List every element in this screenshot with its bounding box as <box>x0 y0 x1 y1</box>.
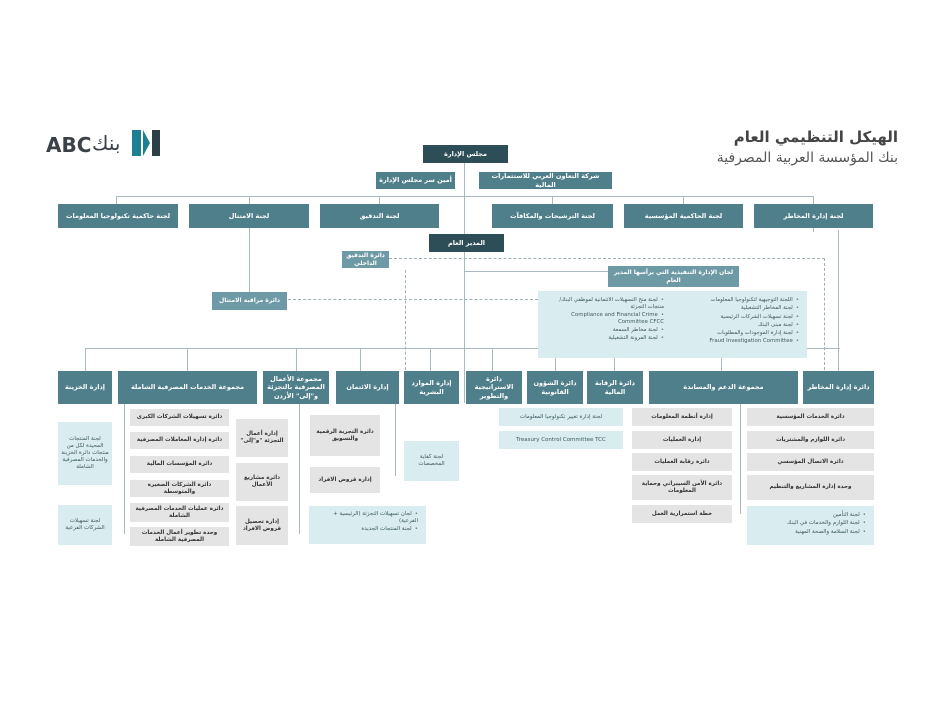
general-manager[interactable]: المدير العام <box>429 234 504 252</box>
bank-logo: ABC بنك <box>46 130 161 160</box>
dept-finance[interactable]: دائرة الرقابة المالية <box>587 371 643 404</box>
hr-note-provisions: لجنة كفاية المخصصات <box>404 441 459 481</box>
corporate-item[interactable]: دائرة الشركات الصغيرة والمتوسطة <box>130 480 229 497</box>
treasury-note-products: لجنة المنتجات المحيدة لكل من منتجات دائر… <box>58 422 112 485</box>
list-item: لجنة المخاطر التشغيلية <box>674 305 799 312</box>
support-committees: لجنة التأمين لجنة اللوازم والخدمات في ال… <box>787 512 866 537</box>
dept-corporate-group[interactable]: مجموعة الخدمات المصرفية الشاملة <box>118 371 257 404</box>
board-of-directors[interactable]: مجلس الإدارة <box>423 145 508 163</box>
committee-compliance[interactable]: لجنة الامتثال <box>189 204 309 228</box>
list-item: لجنة اللوازم والخدمات في البنك <box>787 520 866 527</box>
dept-hr[interactable]: إدارة الموارد البشرية <box>404 371 459 404</box>
dept-legal[interactable]: دائرة الشؤون القانونية <box>527 371 583 404</box>
board-secretary[interactable]: أمين سر مجلس الإدارة <box>376 172 455 189</box>
list-item: اللجنة التوجيهية لتكنولوجيا المعلومات <box>674 297 799 304</box>
page-title: الهيكل التنظيمي العام <box>733 128 898 146</box>
support-item[interactable]: دائرة الأمن السيبراني وحماية المعلومات <box>632 475 732 500</box>
list-item: لجنة تسهيلات الشركات الرئيسية <box>674 314 799 321</box>
corporate-item[interactable]: دائرة إدارة المعاملات المصرفية <box>130 432 229 449</box>
corporate-item[interactable]: وحدة تطوير أعمال الخدمات المصرفية الشامل… <box>130 527 229 546</box>
committee-it-governance[interactable]: لجنة حاكمية تكنولوجيا المعلومات <box>58 204 178 228</box>
it-change-committee: لجنة إدارة تغيير تكنولوجيا المعلومات <box>499 408 623 426</box>
support-item[interactable]: دائرة الاتصال المؤسسي <box>747 453 874 471</box>
retail-item[interactable]: إدارة تحصيل قروض الافراد <box>236 506 288 545</box>
corporate-item[interactable]: دائرة تسهيلات الشركات الكبرى <box>130 409 229 426</box>
executive-committees[interactable]: لجان الإدارة التنفيذية التي يرأسها المدي… <box>608 266 739 287</box>
retail-item[interactable]: دائرة التجربة الرقمية والتسويق <box>310 415 380 456</box>
retail-item[interactable]: إدارة أعمال التجزئة "و"إلى" <box>236 419 288 457</box>
executive-committees-list: اللجنة التوجيهية لتكنولوجيا المعلومات لج… <box>538 291 807 358</box>
dept-support-group[interactable]: مجموعة الدعم والمساندة <box>649 371 798 404</box>
support-item[interactable]: إدارة أنظمة المعلومات <box>632 408 732 426</box>
list-item: لجنة مبنى البنك <box>674 322 799 329</box>
support-committees-list: لجنة التأمين لجنة اللوازم والخدمات في ال… <box>747 506 874 545</box>
list-item: لجنة التأمين <box>787 512 866 519</box>
list-item: لجنة المنتجات الجديدة <box>317 526 418 533</box>
logo-latin: ABC <box>46 133 92 157</box>
support-item[interactable]: دائرة رقابة العمليات <box>632 453 732 471</box>
committee-nominations[interactable]: لجنة الترشيحات والمكافآت <box>492 204 613 228</box>
compliance-monitoring[interactable]: دائرة مراقبة الامتثال <box>212 292 287 310</box>
support-item[interactable]: خطة استمرارية العمل <box>632 505 732 523</box>
corporate-item[interactable]: دائرة عمليات الخدمات المصرفية الشاملة <box>130 503 229 522</box>
page-subtitle: بنك المؤسسة العربية المصرفية <box>716 150 898 166</box>
exec-list-left: لجنة منح التسهيلات الائتمانية لموظفي الب… <box>554 297 664 344</box>
dept-risk[interactable]: دائرة إدارة المخاطر <box>803 371 874 404</box>
dept-retail-group[interactable]: مجموعة الأعمال المصرفية بالتجزئة و"إلى" … <box>263 371 329 404</box>
retail-committees: لجان تسهيلات التجزئة (الرئيسية + الفرعية… <box>317 511 418 535</box>
list-item: لجنة إدارة الموجودات والمطلوبات <box>674 330 799 337</box>
retail-item[interactable]: دائرة مشاريع الأعمال <box>236 463 288 501</box>
support-item[interactable]: دائرة اللوازم والمشتريات <box>747 431 874 449</box>
logo-arabic: بنك <box>92 131 121 155</box>
parent-company[interactable]: شركة التعاون العربي للاستثمارات المالية <box>479 172 612 189</box>
logo-mark-icon <box>132 130 160 156</box>
dept-strategy[interactable]: دائرة الاستراتيجية والتطوير <box>466 371 522 404</box>
list-item: لجنة مخاطر السمعة <box>554 327 664 334</box>
support-item[interactable]: إدارة العمليات <box>632 431 732 449</box>
treasury-control-committee: Treasury Control Committee TCC <box>499 431 623 449</box>
treasury-note-subsidiaries: لجنة تسهيلات الشركات الفرعية <box>58 505 112 545</box>
retail-committees-list: لجان تسهيلات التجزئة (الرئيسية + الفرعية… <box>309 506 426 544</box>
list-item: لجان تسهيلات التجزئة (الرئيسية + الفرعية… <box>317 511 418 525</box>
support-item[interactable]: وحدة إدارة المشاريع والتنظيم <box>747 475 874 500</box>
list-item: لجنة السلامة والصحة المهنية <box>787 529 866 536</box>
dept-credit[interactable]: إدارة الائتمان <box>336 371 399 404</box>
retail-item[interactable]: إدارة قروض الافراد <box>310 467 380 493</box>
list-item: لجنة المرونة التشغيلية <box>554 335 664 342</box>
committee-risk[interactable]: لجنة إدارة المخاطر <box>754 204 873 228</box>
committee-governance[interactable]: لجنة الحاكمية المؤسسية <box>624 204 743 228</box>
committee-audit[interactable]: لجنة التدقيق <box>320 204 439 228</box>
dept-treasury[interactable]: إدارة الخزينة <box>58 371 112 404</box>
exec-list-right: اللجنة التوجيهية لتكنولوجيا المعلومات لج… <box>674 297 799 347</box>
list-item: Compliance and Financial Crime Committee… <box>554 312 664 326</box>
list-item: Fraud Investigation Committee <box>674 338 799 345</box>
support-item[interactable]: دائرة الخدمات المؤسسية <box>747 408 874 426</box>
corporate-item[interactable]: دائرة المؤسسات المالية <box>130 456 229 473</box>
internal-audit[interactable]: دائرة التدقيق الداخلي <box>342 251 389 268</box>
list-item: لجنة منح التسهيلات الائتمانية لموظفي الب… <box>554 297 664 311</box>
